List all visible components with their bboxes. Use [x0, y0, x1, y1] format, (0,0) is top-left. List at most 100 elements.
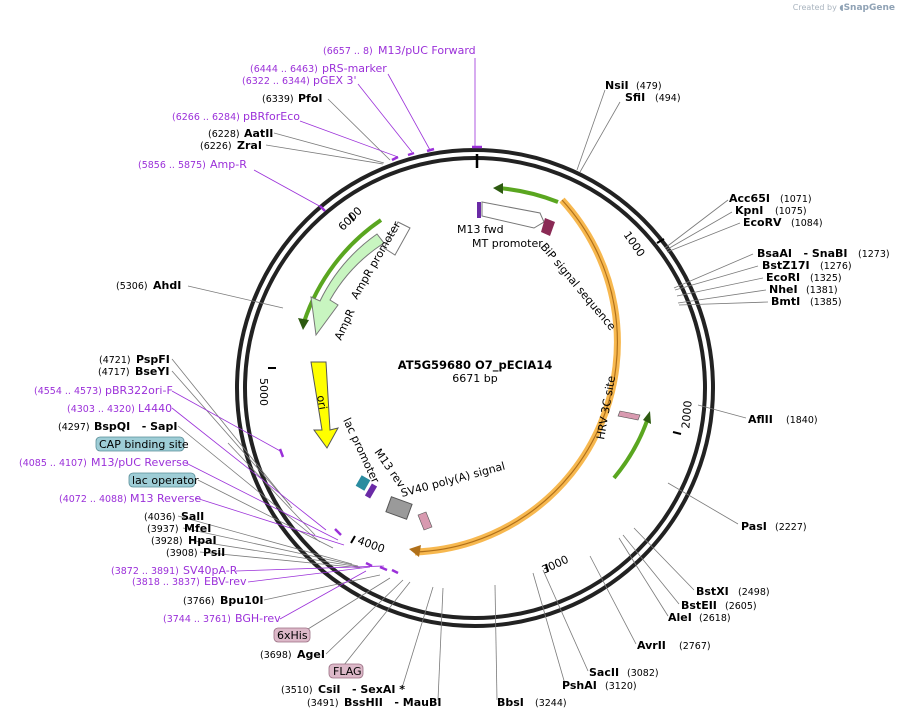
primer-name: EBV-rev: [204, 575, 247, 588]
primer-position: (5856 .. 5875): [138, 160, 206, 171]
leader-line: [542, 569, 589, 672]
primer-leader-line: [299, 120, 399, 158]
mt-promoter-arrow: [481, 201, 545, 229]
enzyme-name: AatII: [244, 127, 273, 140]
enzyme-name: KpnI: [735, 204, 763, 217]
ampr-arrow: [310, 233, 385, 337]
enzyme-position: (6339): [262, 94, 294, 105]
enzyme-name: NheI: [769, 283, 798, 296]
primer-name: BGH-rev: [235, 612, 281, 625]
primer-name: M13/pUC Forward: [378, 44, 476, 57]
primer-position: (3872 .. 3891): [111, 566, 179, 577]
leader-lines: [171, 89, 769, 701]
leader-line: [618, 537, 669, 617]
leader-line: [532, 572, 566, 685]
tick-mark: [656, 238, 665, 244]
left-green-arrow: [302, 218, 383, 323]
enzyme-name: BseYI: [135, 365, 169, 378]
leader-line: [674, 265, 759, 291]
enzyme-position: (479): [636, 81, 662, 92]
enzyme-position: (4297): [58, 422, 90, 433]
enzyme-name: ZraI: [237, 139, 262, 152]
ampr-label: AmpR: [332, 307, 358, 343]
enzyme-position: (4721): [99, 355, 131, 366]
right-enzyme-labels: NsiI (479) SfiI (494) Acc65I (1071) KpnI…: [497, 79, 890, 709]
primer-name: pGEX 3': [313, 74, 357, 87]
enzyme-name: Acc65I: [729, 192, 770, 205]
ori-label: ori: [314, 394, 329, 410]
enzyme-position: (1385): [810, 297, 842, 308]
leader-line: [697, 404, 747, 419]
leader-line: [171, 370, 291, 506]
primer-leader-line: [235, 565, 385, 572]
primer-ticks: [278, 145, 482, 575]
snapgene-logo-icon: ◖: [839, 3, 844, 12]
primer-name: SV40pA-R: [183, 564, 238, 577]
leader-line: [177, 425, 321, 543]
leader-line: [325, 579, 404, 655]
primer-leader-line: [357, 83, 413, 153]
primer-position: (4554 .. 4573): [34, 386, 102, 397]
6xhis-label: 6xHis: [277, 629, 308, 642]
enzyme-name: BstXI: [696, 585, 729, 598]
enzyme-name: BsaAI - SnaBI: [757, 247, 848, 260]
backbone-outer-ring: [235, 148, 715, 628]
primer-name: Amp-R: [210, 158, 247, 171]
enzyme-name: HpaI: [188, 534, 217, 547]
insert-band: [414, 197, 621, 556]
enzyme-position: (2227): [775, 522, 807, 533]
primer-tick: [379, 565, 388, 572]
primer-position: (4072 .. 4088): [59, 494, 127, 505]
leader-line: [678, 301, 769, 306]
leader-line: [197, 479, 334, 549]
enzyme-position: (1381): [806, 285, 838, 296]
leader-line: [273, 132, 385, 164]
leader-line: [177, 515, 353, 565]
plasmid-name: AT5G59680 O7_pECIA14: [398, 358, 553, 373]
left-enzyme-labels: (6339) PfoI (6228) AatII (6226) ZraI (53…: [58, 92, 441, 709]
primer-position: (6444 .. 6463): [250, 64, 318, 75]
enzyme-position: (494): [655, 93, 681, 104]
leader-line: [171, 358, 293, 509]
leader-line: [182, 527, 359, 567]
top-green-arrow: [497, 186, 559, 204]
enzyme-name: AflII: [748, 413, 773, 426]
enzyme-position: (2618): [699, 613, 731, 624]
enzyme-position: (1075): [775, 206, 807, 217]
bip-signal-label: BiP signal sequence: [538, 241, 619, 334]
enzyme-position: (5306): [116, 281, 148, 292]
primer-tick: [391, 155, 399, 162]
leader-line: [494, 584, 498, 701]
left-green-arrowhead: [298, 318, 309, 330]
enzyme-name: EcoRI: [766, 271, 800, 284]
primer-tick: [391, 568, 399, 575]
tick-label-5000: 5000: [257, 378, 270, 406]
enzyme-position: (3244): [535, 698, 567, 709]
primer-leader-line: [247, 566, 371, 583]
enzyme-name: BbsI: [497, 696, 524, 709]
cap-binding-label: CAP binding site: [99, 438, 189, 451]
primer-name: L4440: [138, 402, 172, 415]
primer-labels: (6657 .. 8) M13/pUC Forward (6444 .. 646…: [19, 44, 476, 625]
primer-name: M13/pUC Reverse: [91, 456, 189, 469]
primer-leader-lines: [171, 58, 476, 620]
enzyme-name: MfeI: [184, 522, 211, 535]
leader-line: [263, 574, 381, 601]
primer-tick: [426, 147, 435, 153]
enzyme-name: AvrII: [637, 639, 666, 652]
boxed-feature-labels: CAP binding site lac operator 6xHis FLAG: [95, 436, 364, 679]
mt-promoter-label: MT promoter: [472, 237, 543, 250]
enzyme-position: (1840): [786, 415, 818, 426]
enzyme-position: (4717): [98, 367, 130, 378]
right-green-arrow: [612, 417, 650, 480]
enzyme-name: BspQI - SapI: [94, 420, 177, 433]
primer-tick: [407, 151, 415, 157]
enzyme-name: SfiI: [625, 91, 645, 104]
enzyme-name: Bpu10I: [220, 594, 264, 607]
leader-line: [666, 222, 741, 253]
enzyme-name: BstEII: [681, 599, 717, 612]
enzyme-position: (6226): [200, 141, 232, 152]
enzyme-position: (3928): [151, 536, 183, 547]
enzyme-name: BssHII - MauBI: [344, 696, 441, 709]
tick-mark: [545, 563, 549, 573]
